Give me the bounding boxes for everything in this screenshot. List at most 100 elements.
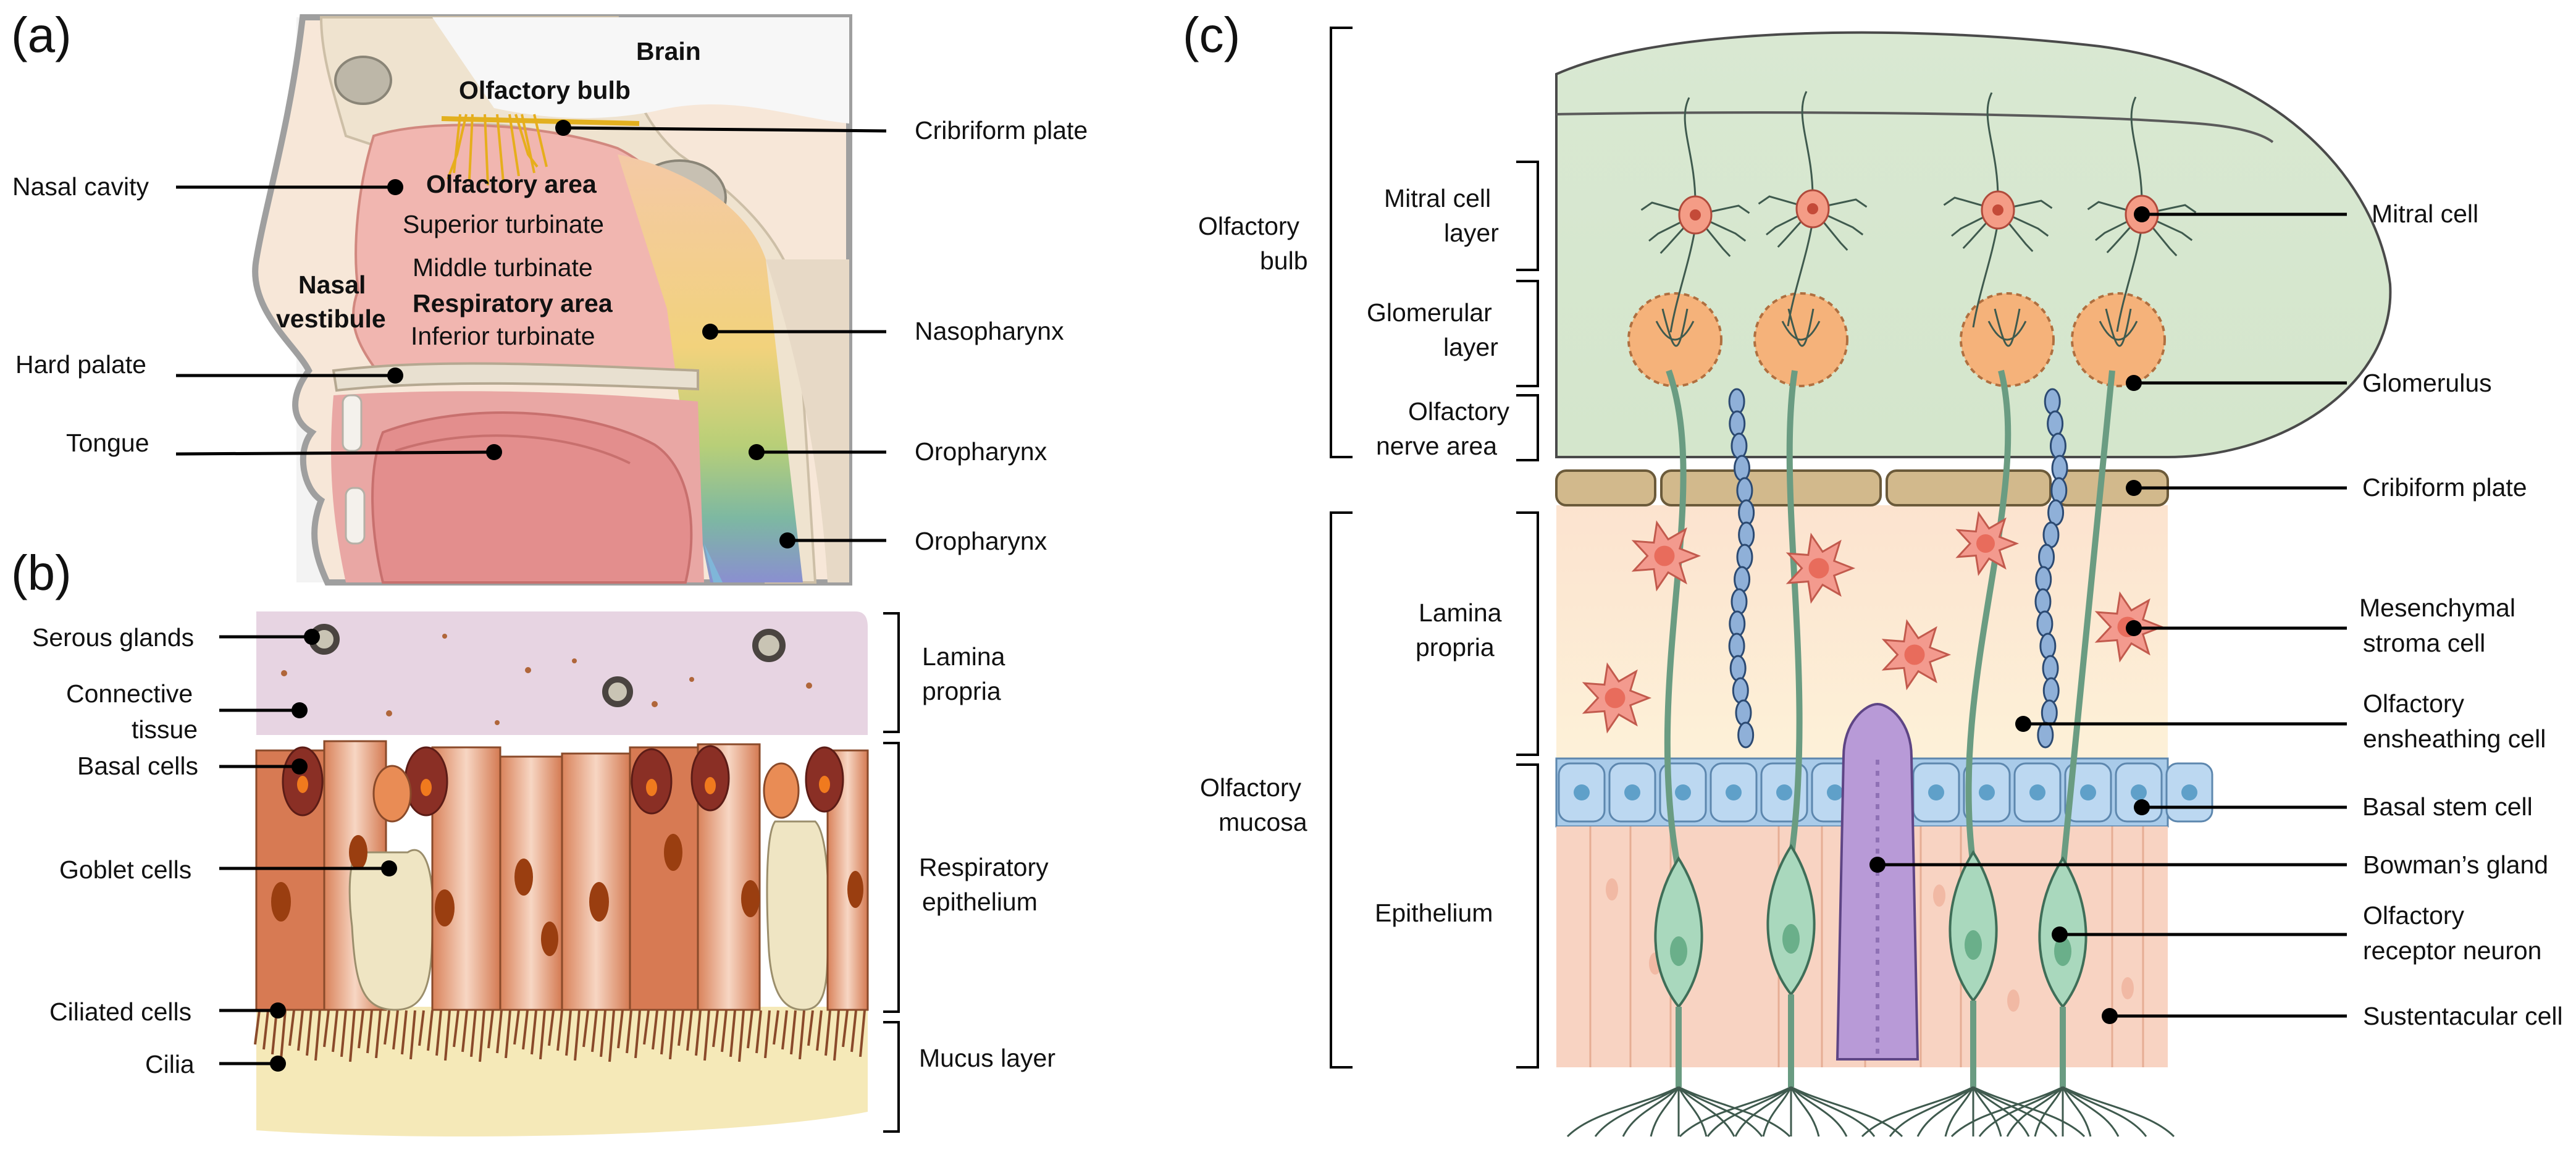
callout-oropharynx-1: Oropharynx <box>749 437 1047 466</box>
lamina-propria-label-line1: Lamina <box>922 642 1005 671</box>
bracket-olfactory-bulb: Olfactory bulb <box>1198 27 1353 458</box>
hard-palate-label: Hard palate <box>15 350 146 379</box>
basal-cells <box>282 745 844 823</box>
olfactory-bulb-tissue <box>1555 31 2392 458</box>
olfactory-receptor-line2: receptor neuron <box>2363 936 2541 965</box>
mitral-cell-layer-line2: layer <box>1444 219 1499 247</box>
callout-cilia: Cilia <box>145 1050 286 1078</box>
ensheathing-cell <box>2049 432 2066 460</box>
cribiform-plate-label: Cribiform plate <box>2362 473 2527 502</box>
mesenchymal-stroma-line2: stroma cell <box>2363 629 2485 657</box>
respiratory-epithelium-illustration <box>254 611 869 1136</box>
mucus-layer-label: Mucus layer <box>919 1044 1055 1072</box>
ensheathing-cell <box>1738 499 1755 526</box>
glomerular-layer-line2: layer <box>1443 333 1498 361</box>
cribriform-plate-line <box>441 116 640 126</box>
respiratory-epithelium-label-line2: epithelium <box>922 888 1038 916</box>
callout-olfactory-receptor-neuron: Olfactory receptor neuron <box>2052 901 2541 965</box>
mitral-axon <box>2130 96 2143 203</box>
ensheathing-cell <box>2041 699 2058 726</box>
ensheathing-cell <box>2044 388 2061 415</box>
callout-nasopharynx: Nasopharynx <box>702 317 1064 345</box>
mitral-cell-label: Mitral cell <box>2372 200 2478 228</box>
serous-glands-label: Serous glands <box>32 623 194 652</box>
mitral-axon <box>1684 97 1697 203</box>
bracket-glomerular-layer: Glomerular layer <box>1367 280 1539 387</box>
callout-mitral-cell: Mitral cell <box>2134 200 2478 228</box>
inferior-turbinate-label: Inferior turbinate <box>411 322 595 350</box>
lamina-propria-label-line2: propria <box>922 677 1001 705</box>
olfactory-ensheathing-line2: ensheathing cell <box>2363 724 2546 753</box>
mitral-axon <box>1801 91 1814 197</box>
bowmans-gland-label: Bowman’s gland <box>2363 850 2548 879</box>
glomerular-tuft <box>1655 308 1695 347</box>
ensheathing-cell <box>2036 610 2054 637</box>
ensheathing-cell <box>2047 410 2064 437</box>
bracket-olfactory-nerve-area: Olfactory nerve area <box>1376 394 1539 461</box>
lamina-propria-layer <box>256 611 868 735</box>
receptor-nucleus <box>2054 936 2071 966</box>
panel-a-label: (a) <box>11 7 72 62</box>
nasal-cavity-label: Nasal cavity <box>12 172 149 201</box>
ensheathing-cell <box>2051 455 2068 482</box>
bracket-epithelium: Epithelium <box>1375 763 1539 1069</box>
mitral-nucleus <box>1992 204 2003 216</box>
receptor-axon <box>2060 370 2115 872</box>
olfactory-bulb-group-line1: Olfactory <box>1198 212 1300 240</box>
hard-palate-bone <box>332 362 699 392</box>
stroma-nucleus <box>1654 545 1675 566</box>
superior-turbinate-label: Superior turbinate <box>403 210 604 238</box>
ensheathing-cell <box>1729 410 1746 437</box>
callout-basal-cells: Basal cells <box>77 752 308 780</box>
goblet-cell <box>348 849 434 1011</box>
mitral-nucleus <box>1807 203 1818 214</box>
airway-highlight <box>704 544 723 582</box>
mitral-primary-dendrite <box>1787 220 1814 327</box>
callout-sustentacular-cell: Sustentacular cell <box>2102 1002 2563 1030</box>
respiratory-epithelium-label-line1: Respiratory <box>919 853 1049 881</box>
lamina-propria-c-line1: Lamina <box>1419 598 1502 627</box>
callout-glomerulus: Glomerulus <box>2126 369 2492 397</box>
callout-cribiform-plate: Cribiform plate <box>2126 473 2527 502</box>
olfactory-ensheathing-line1: Olfactory <box>2363 689 2465 718</box>
goblet-cell <box>766 820 830 1011</box>
bracket-olfactory-mucosa: Olfactory mucosa <box>1200 511 1353 1069</box>
ensheathing-cell <box>1735 699 1752 726</box>
olfactory-mucosa-illustration <box>1555 31 2392 1138</box>
mesenchymal-stroma-line1: Mesenchymal <box>2359 594 2515 622</box>
nasal-vestibule-label-line2: vestibule <box>276 304 386 333</box>
glomerular-tuft <box>1781 308 1821 347</box>
olfactory-receptor-neurons <box>1566 308 2175 1138</box>
ensheathing-cell <box>1738 521 1755 548</box>
callout-tongue: Tongue <box>66 429 502 460</box>
brain-label: Brain <box>636 37 701 65</box>
serous-gland <box>602 676 633 707</box>
ensheathing-cell <box>1731 432 1748 460</box>
ensheathing-cell <box>2047 499 2065 526</box>
olfactory-mucosa-group-line2: mucosa <box>1219 808 1307 836</box>
callout-connective-tissue: Connective tissue <box>66 679 308 744</box>
bracket-respiratory-epithelium: Respiratory epithelium <box>883 742 1049 1013</box>
respiratory-area-label: Respiratory area <box>413 289 613 317</box>
mitral-primary-dendrite <box>1972 222 1999 328</box>
callout-olfactory-ensheathing-cell: Olfactory ensheathing cell <box>2015 689 2546 753</box>
ensheathing-cell <box>1731 588 1748 615</box>
ensheathing-cell <box>2042 521 2060 548</box>
panel-a: (a) <box>11 7 1088 586</box>
receptor-nucleus <box>1782 924 1800 954</box>
stroma-nucleus <box>1976 534 1995 553</box>
bracket-lamina-propria: Lamina propria <box>883 612 1005 733</box>
nasopharynx-label: Nasopharynx <box>915 317 1064 345</box>
receptor-axon <box>1965 369 2012 865</box>
epithelium-label: Epithelium <box>1375 899 1493 927</box>
ensheathing-cell <box>1728 632 1745 660</box>
olfactory-mucosa-group-line1: Olfactory <box>1200 773 1302 802</box>
bracket-mitral-cell-layer: Mitral cell layer <box>1384 161 1539 271</box>
callout-nasal-cavity: Nasal cavity <box>12 172 403 201</box>
olfactory-nerve-fibers <box>447 114 548 186</box>
ciliated-cells-label: Ciliated cells <box>49 998 191 1026</box>
ensheathing-cell <box>2035 566 2052 593</box>
ensheathing-cell <box>2039 632 2057 660</box>
mitral-nucleus <box>1690 209 1701 220</box>
cell-nuclei <box>271 834 863 956</box>
